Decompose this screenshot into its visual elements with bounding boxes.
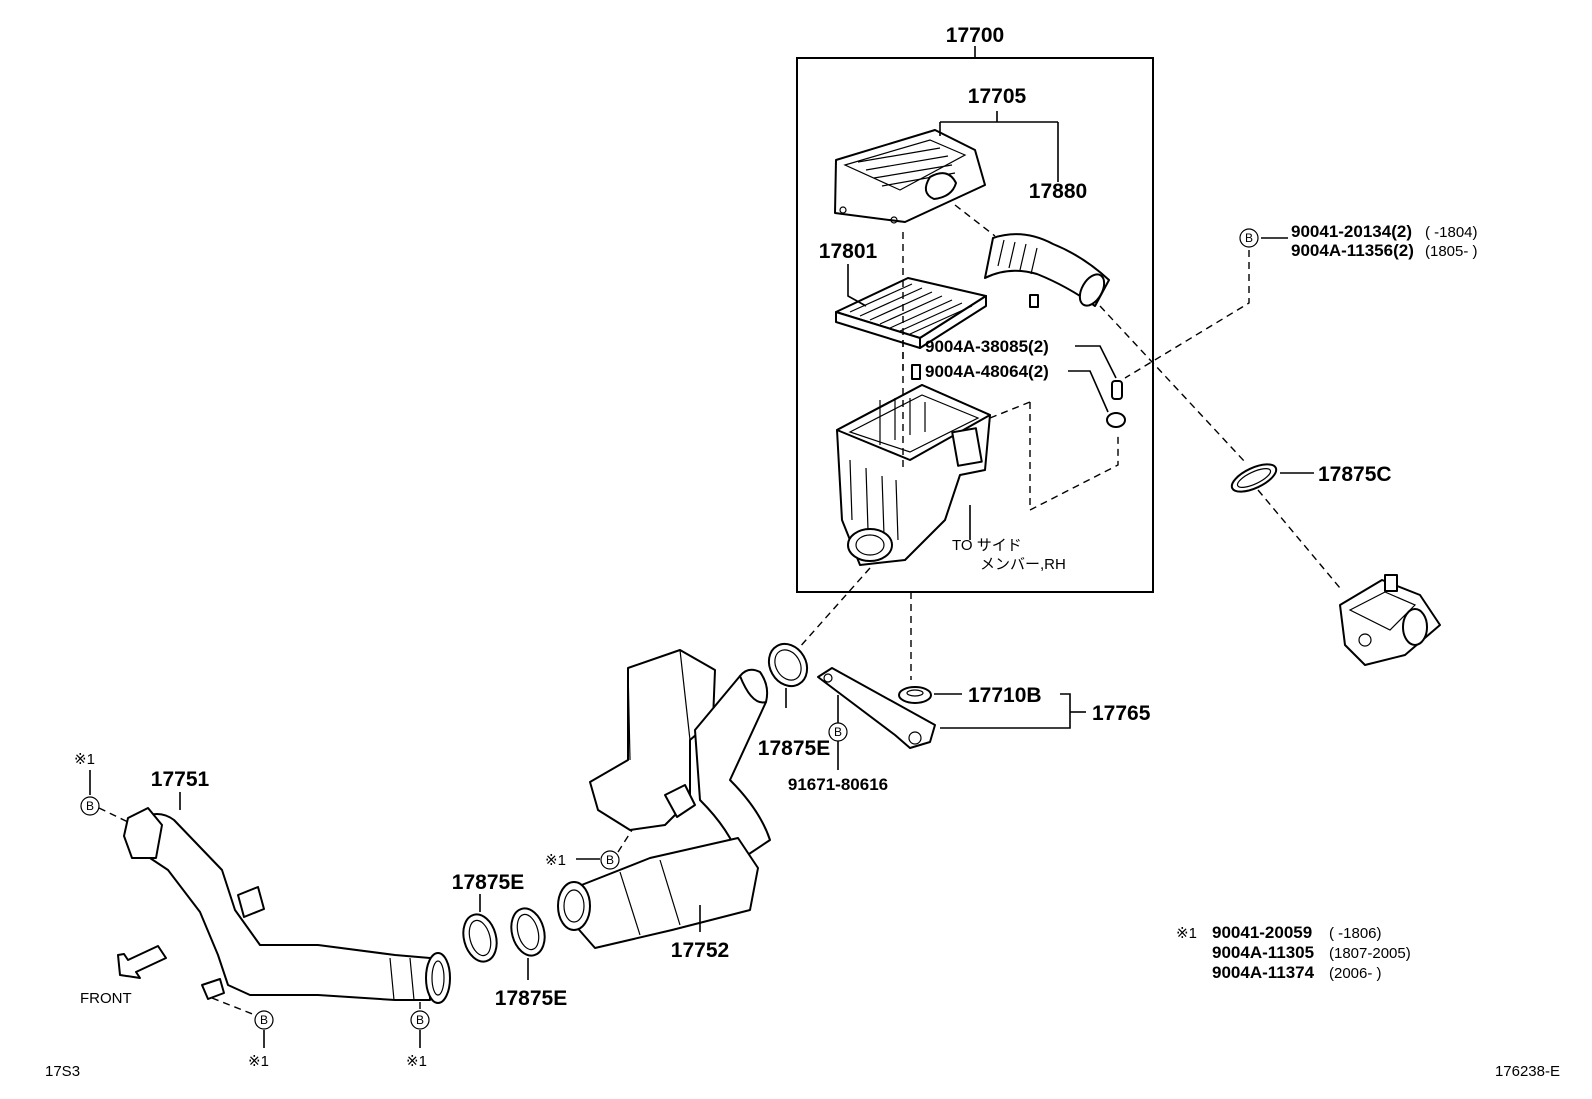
air-cleaner-case[interactable] bbox=[836, 384, 991, 566]
bolt-and-grommet[interactable] bbox=[911, 364, 1126, 428]
star1-top-left: ※1 bbox=[74, 751, 95, 768]
label-17875C[interactable]: 17875C bbox=[1318, 463, 1392, 486]
b-mark-top-left: B bbox=[80, 796, 100, 816]
b-mark-bottom-left: B bbox=[254, 1010, 274, 1030]
cushion-17710b[interactable] bbox=[898, 686, 932, 704]
label-member-rh: メンバー,RH bbox=[980, 556, 1066, 573]
b-mark-bracket: B bbox=[828, 722, 848, 742]
label-91671-80616[interactable]: 91671-80616 bbox=[788, 775, 888, 794]
star1-resonator: ※1 bbox=[545, 852, 566, 869]
clamp-17875c[interactable] bbox=[1228, 459, 1280, 497]
label-17875E-upper[interactable]: 17875E bbox=[758, 737, 830, 760]
clamp-17875e-upper[interactable] bbox=[761, 637, 814, 693]
note1-cond-1: ( -1806) bbox=[1329, 925, 1382, 942]
duct-17751[interactable] bbox=[123, 807, 451, 1004]
star1-bottom-mid: ※1 bbox=[406, 1053, 427, 1070]
label-to-side: TO サイド bbox=[952, 537, 1022, 554]
callout-90041-20134[interactable]: 90041-20134(2) bbox=[1291, 222, 1412, 241]
star1-bottom-left: ※1 bbox=[248, 1053, 269, 1070]
label-17705[interactable]: 17705 bbox=[968, 85, 1027, 108]
resonator-17752[interactable] bbox=[557, 649, 771, 949]
b-mark-right: B bbox=[1239, 228, 1259, 248]
b-mark-bottom-mid: B bbox=[410, 1010, 430, 1030]
svg-text:B: B bbox=[260, 1013, 268, 1027]
label-17875E-low[interactable]: 17875E bbox=[495, 987, 567, 1010]
air-cleaner-hose[interactable] bbox=[984, 233, 1110, 310]
label-front: FRONT bbox=[80, 990, 132, 1007]
air-filter-element[interactable] bbox=[835, 277, 987, 349]
label-17710B[interactable]: 17710B bbox=[968, 684, 1042, 707]
label-17751[interactable]: 17751 bbox=[151, 768, 210, 791]
note1-part-1[interactable]: 90041-20059 bbox=[1212, 923, 1312, 942]
b-mark-resonator: B bbox=[600, 850, 620, 870]
svg-text:B: B bbox=[834, 725, 842, 739]
note1-part-2[interactable]: 9004A-11305 bbox=[1212, 943, 1314, 962]
svg-text:B: B bbox=[606, 853, 614, 867]
svg-text:B: B bbox=[1245, 231, 1253, 245]
label-17765[interactable]: 17765 bbox=[1092, 702, 1151, 725]
note1-cond-3: (2006- ) bbox=[1329, 965, 1382, 982]
callout-1804: ( -1804) bbox=[1425, 224, 1478, 241]
front-arrow-icon bbox=[117, 945, 167, 979]
svg-text:B: B bbox=[86, 799, 94, 813]
label-17752[interactable]: 17752 bbox=[671, 939, 729, 962]
clamp-17875e-mid[interactable] bbox=[458, 911, 501, 966]
label-17875E-mid[interactable]: 17875E bbox=[452, 871, 524, 894]
ref-left: 17S3 bbox=[45, 1063, 80, 1080]
svg-text:B: B bbox=[416, 1013, 424, 1027]
note1-part-3[interactable]: 9004A-11374 bbox=[1212, 963, 1315, 982]
label-9004A-48064[interactable]: 9004A-48064(2) bbox=[925, 362, 1049, 381]
bracket-17765[interactable] bbox=[817, 667, 936, 749]
air-cleaner-cap[interactable] bbox=[834, 129, 986, 224]
throttle-body[interactable] bbox=[1339, 574, 1441, 666]
label-9004A-38085[interactable]: 9004A-38085(2) bbox=[925, 337, 1049, 356]
label-17880[interactable]: 17880 bbox=[1029, 180, 1087, 203]
ref-right: 176238-E bbox=[1495, 1063, 1560, 1080]
note1-mark: ※1 bbox=[1176, 925, 1197, 942]
note1-cond-2: (1807-2005) bbox=[1329, 945, 1411, 962]
label-17700[interactable]: 17700 bbox=[946, 24, 1004, 47]
callout-1805: (1805- ) bbox=[1425, 243, 1478, 260]
label-17801[interactable]: 17801 bbox=[819, 240, 878, 263]
clamp-17875e-low[interactable] bbox=[506, 905, 549, 960]
callout-9004A-11356[interactable]: 9004A-11356(2) bbox=[1291, 241, 1414, 260]
